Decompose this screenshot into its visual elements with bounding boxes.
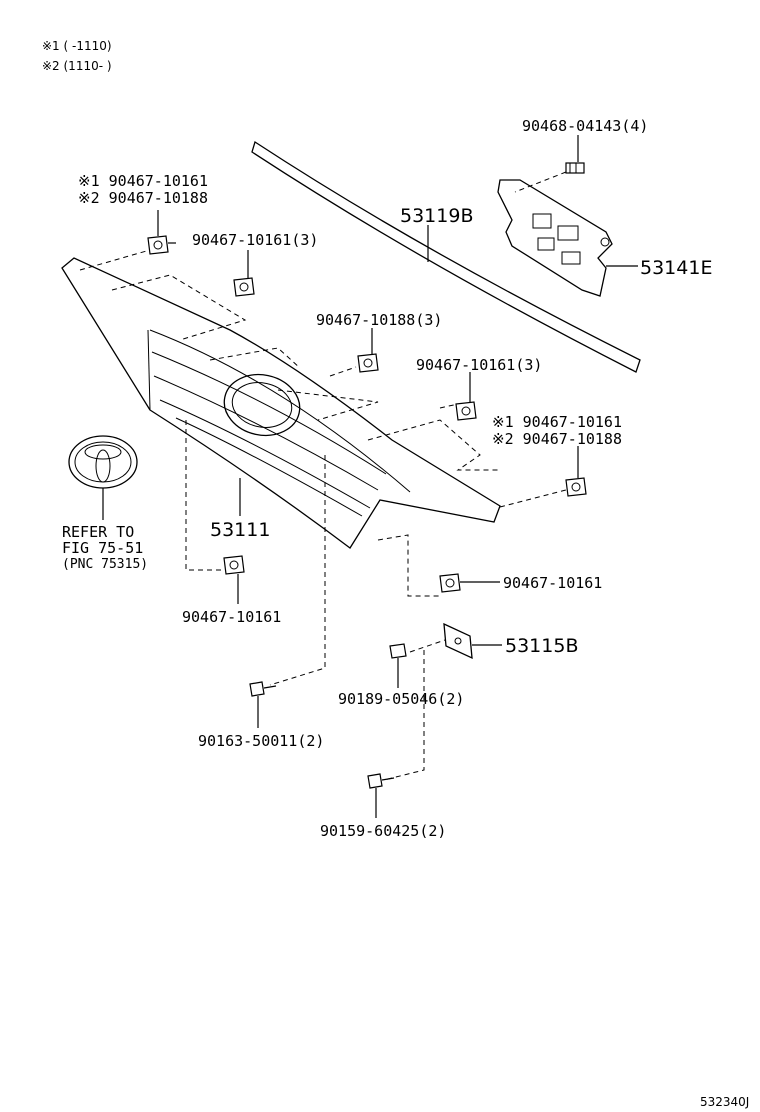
- label-clip-r-1: ※1 90467-10161: [492, 413, 622, 431]
- label-90189-05046: 90189-05046(2): [338, 690, 464, 708]
- note-1: ※1 ( -1110): [42, 39, 112, 53]
- grille-53111: [61, 257, 501, 549]
- clip-90467-10161-b: [455, 401, 477, 421]
- refer-line-2: FIG 75-51: [62, 539, 143, 557]
- nut-90189-05046: [389, 643, 407, 659]
- note-2: ※2 (1110- ): [42, 59, 112, 73]
- label-90467-10161-bl: 90467-10161: [182, 608, 281, 626]
- label-53111: 53111: [210, 519, 270, 541]
- label-53141e: 53141E: [640, 257, 712, 279]
- label-clip-tl-1: ※1 90467-10161: [78, 172, 208, 190]
- refer-line-3: (PNC 75315): [62, 557, 148, 572]
- emblem-icon: [68, 435, 138, 489]
- label-90159-60425: 90159-60425(2): [320, 822, 446, 840]
- label-53119b: 53119B: [400, 205, 473, 227]
- label-90467-10188-3: 90467-10188(3): [316, 311, 442, 329]
- label-clip-r-2: ※2 90467-10188: [492, 430, 622, 448]
- label-90163-50011: 90163-50011(2): [198, 732, 324, 750]
- clip-90468-04143: [565, 162, 585, 174]
- clip-bottom-left: [223, 555, 245, 575]
- clip-90467-10188: [357, 353, 379, 373]
- label-90467-10161-3b: 90467-10161(3): [416, 356, 542, 374]
- label-53115b: 53115B: [505, 635, 578, 657]
- label-90468-04143: 90468-04143(4): [522, 117, 648, 135]
- refer-line-1: REFER TO: [62, 523, 134, 541]
- screw-90163-50011: [249, 681, 277, 697]
- clip-right-lower: [439, 573, 461, 593]
- label-clip-tl-2: ※2 90467-10188: [78, 189, 208, 207]
- figure-code: 532340J: [700, 1095, 749, 1109]
- clip-90467-10161-a: [233, 277, 255, 297]
- upper-molding-53119b: [251, 140, 641, 373]
- clip-right: [565, 477, 587, 497]
- bracket-53141e: [497, 179, 613, 297]
- label-90467-10161-r: 90467-10161: [503, 574, 602, 592]
- plate-53115b: [443, 622, 473, 660]
- clip-top-left: [147, 235, 176, 255]
- label-90467-10161-3a: 90467-10161(3): [192, 231, 318, 249]
- screw-90159-60425: [367, 773, 395, 789]
